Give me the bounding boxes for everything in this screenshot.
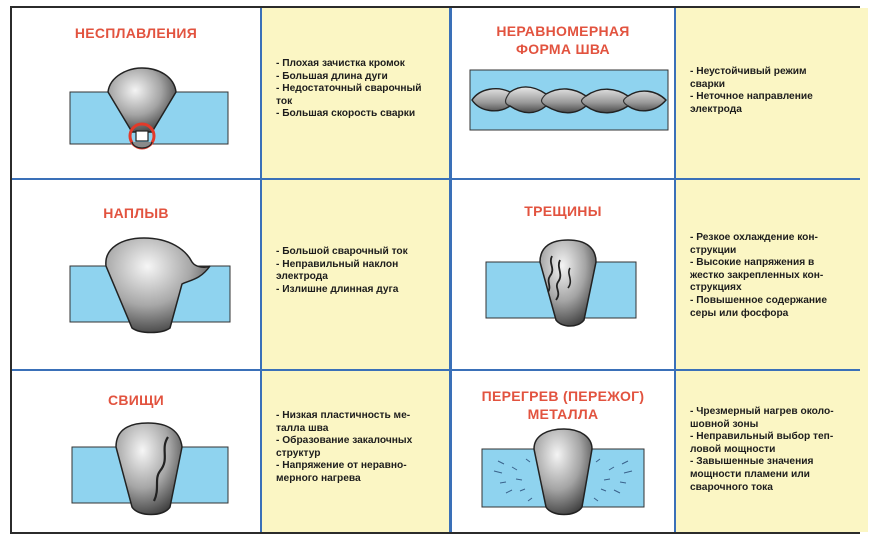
cause-item: - Большая длина дуги [276,70,388,82]
cause-item: - Чрезмерный нагрев около- шовной зоны [690,406,834,430]
cause-item: - Образование закалочных структур [276,435,413,459]
defect-cell-overheating: ПЕРЕГРЕВ (ПЕРЕЖОГ) МЕТАЛЛА [452,371,674,532]
right-text-column [674,8,868,532]
cause-item: - Большой сварочный ток [276,246,408,257]
cause-item: - Резкое охлаждение кон- струкции [690,232,818,256]
cause-item: - Недостаточный сварочный ток [276,83,422,107]
lack-of-fusion-weld-icon [69,67,229,150]
causes-list: - Большой сварочный ток - Неправильный н… [276,246,446,296]
cause-item: - Неправильный наклон электрода [276,258,399,283]
cause-item: - Неточное направление электрода [690,91,813,115]
defect-title: ПЕРЕГРЕВ (ПЕРЕЖОГ) МЕТАЛЛА [481,388,645,422]
cause-item: - Высокие напряжения в жестко закрепленн… [690,257,824,294]
grid-line [260,8,262,532]
cause-item: - Завышенные значения мощности пламени и… [690,456,814,493]
defect-title: ТРЕЩИНЫ [524,203,602,219]
cause-item: - Напряжение от неравно- мерного нагрева [276,460,407,484]
overheated-weld-icon [481,428,645,516]
left-text-column [260,8,450,532]
grid-line [12,178,860,180]
causes-list: - Неустойчивый режим сварки - Неточное н… [690,66,860,116]
cause-item: - Излишне длинная дуга [276,283,399,295]
defect-cell-uneven-seam: НЕРАВНОМЕРНАЯ ФОРМА ШВА [452,8,674,178]
defect-title: НЕРАВНОМЕРНАЯ ФОРМА ШВА [496,23,630,57]
defect-cell-cracks: ТРЕЩИНЫ [452,180,674,369]
causes-list: - Низкая пластичность ме- талла шва - Об… [276,410,446,486]
fistula-weld-icon [71,422,229,516]
causes-list: - Плохая зачистка кромок - Большая длина… [276,58,446,121]
defect-cell-fistula: СВИЩИ [12,371,260,532]
cause-item: - Большая скорость сварки [276,108,416,120]
defect-cell-overlap: НАПЛЫВ [12,180,260,369]
cause-item: - Неправильный выбор теп- ловой мощности [690,431,834,455]
cause-item: - Плохая зачистка кромок [276,58,405,69]
grid-line [449,8,452,532]
cause-item: - Неустойчивый режим сварки [690,66,807,90]
weld-defects-table: НЕСПЛАВЛЕНИЯ - Плохая зачистка кромок - … [10,0,868,532]
cracked-weld-icon [485,239,637,327]
cause-item: - Повышенное содержание серы или фосфора [690,294,827,319]
causes-list: - Чрезмерный нагрев около- шовной зоны -… [690,406,862,494]
cause-item: - Низкая пластичность ме- талла шва [276,410,411,434]
uneven-seam-icon [469,69,669,131]
overlap-weld-icon [69,237,231,334]
defect-title: СВИЩИ [107,392,165,408]
defect-title: НЕСПЛАВЛЕНИЯ [74,25,198,41]
grid-line [12,369,860,371]
defect-cell-lack-of-fusion: НЕСПЛАВЛЕНИЯ [12,8,260,178]
defect-title: НАПЛЫВ [103,205,169,221]
causes-list: - Резкое охлаждение кон- струкции - Высо… [690,232,862,320]
grid-line [674,8,676,532]
